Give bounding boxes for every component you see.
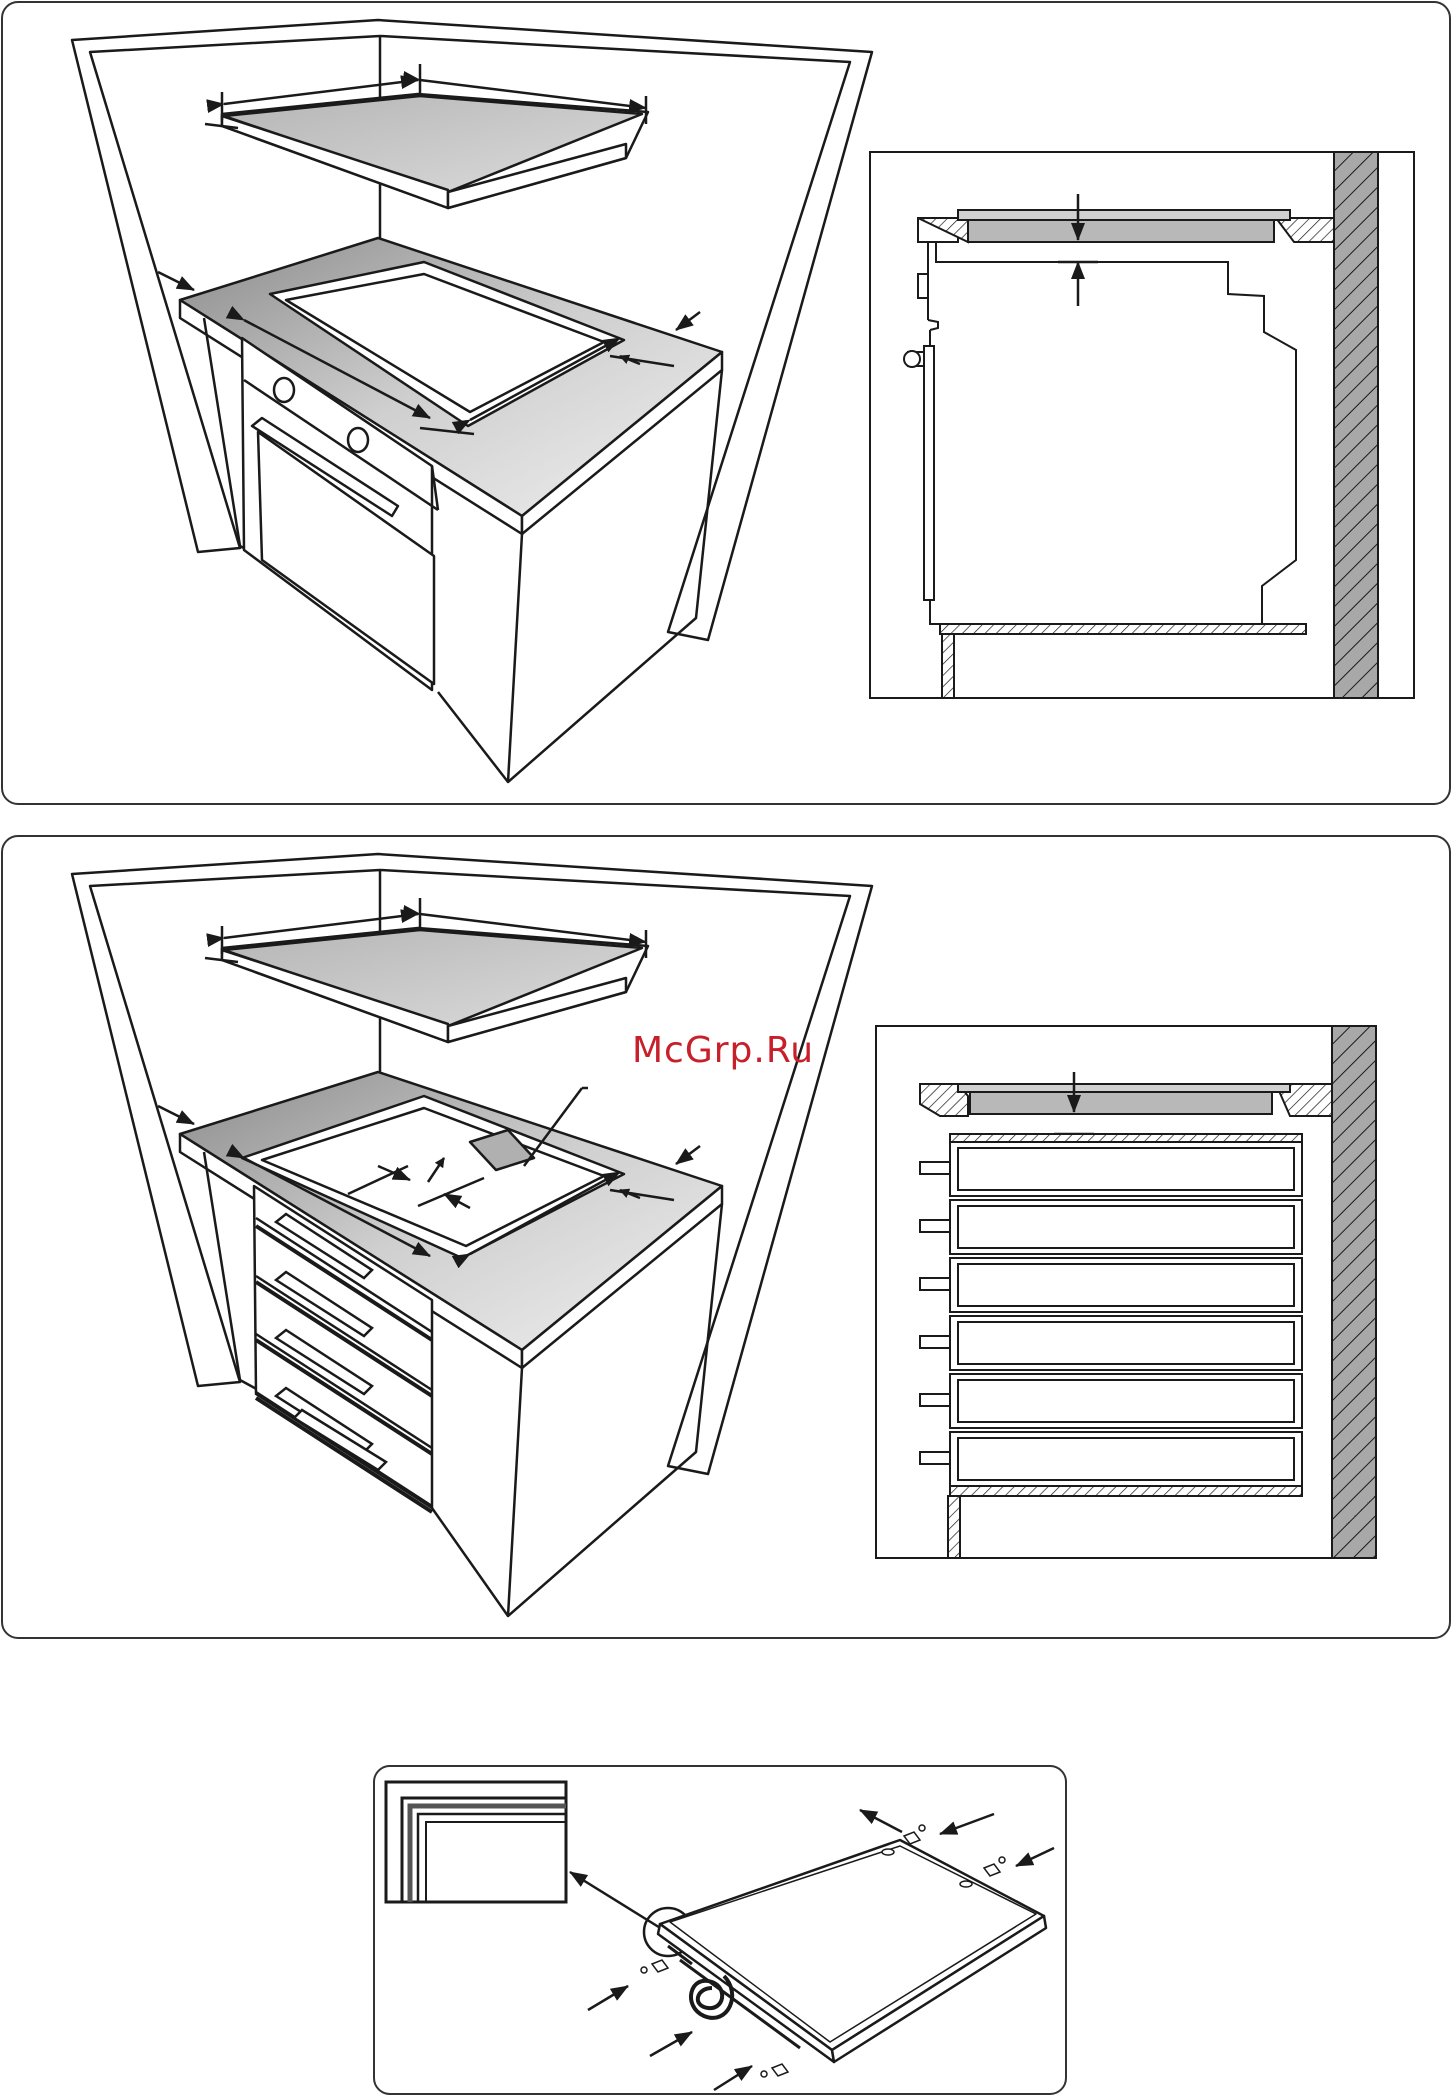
panel-seal-tape <box>374 1766 1066 2094</box>
panel-drawers-installation: McGrp.Ru <box>2 836 1450 1638</box>
oven-cross-section <box>870 152 1414 698</box>
drawers-cross-section <box>876 1026 1376 1558</box>
seal-detail-inset <box>386 1782 566 1902</box>
panel-oven-installation <box>2 2 1450 804</box>
watermark-text: McGrp.Ru <box>632 1030 814 1071</box>
